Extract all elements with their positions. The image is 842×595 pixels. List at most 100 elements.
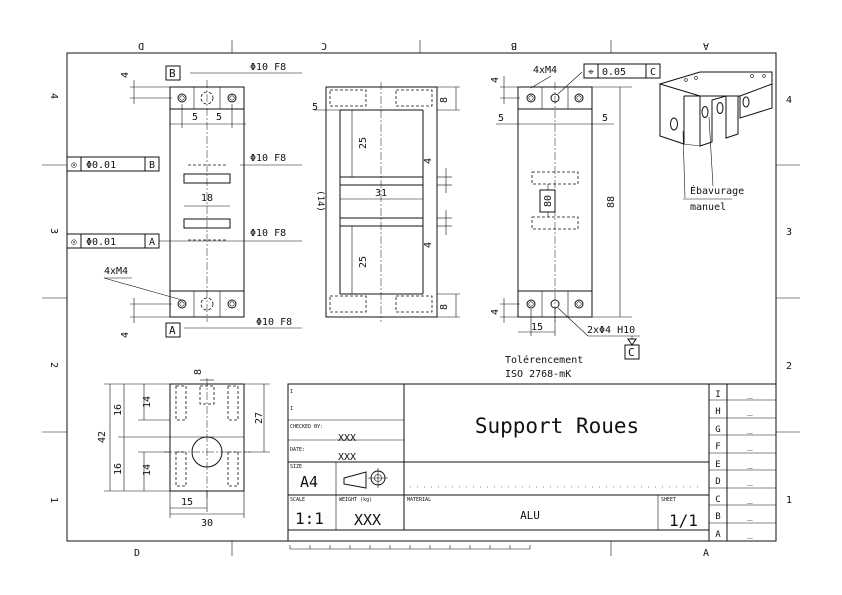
side-dim-right-hole: 5 (602, 113, 608, 124)
side-datum-c: C (628, 346, 635, 359)
side-view (496, 63, 661, 360)
rev-value: _ (747, 495, 753, 505)
front-fcf-bottom-datum: A (149, 237, 155, 248)
bottom-dim-tab: 8 (193, 369, 204, 375)
title-label-i: I (290, 389, 293, 395)
drawing-title: Support Roues (475, 414, 639, 438)
bottom-dim-width-15: 15 (181, 497, 193, 508)
title-weight-value: XXX (354, 511, 381, 529)
front-fcf-top-value: Φ0.01 (86, 160, 116, 171)
zone-col-top-c: C (321, 40, 327, 51)
front-callout-bore-top: Φ10 F8 (250, 62, 286, 73)
zone-col-top-b: B (511, 40, 517, 51)
tolerance-note-line1: Tolérencement (505, 354, 583, 366)
iso-note-line1: Ébavurage (690, 184, 744, 197)
section-dim-top-gap: 25 (358, 137, 369, 149)
zone-row-right-3: 3 (786, 227, 792, 238)
title-label-scale: SCALE (290, 497, 305, 503)
rev-letter: D (715, 477, 720, 487)
zone-row-right-4: 4 (786, 95, 792, 106)
side-dim-left-hole: 5 (498, 113, 504, 124)
rev-letter: E (715, 460, 720, 470)
side-dim-mid: 80 (543, 195, 554, 207)
title-label-size: SIZE (290, 464, 302, 470)
title-label-sheet: SHEET (661, 497, 676, 503)
side-fcf-value: 0.05 (602, 67, 626, 78)
front-callout-bore-mid1: Φ10 F8 (250, 153, 286, 164)
front-datum-a: A (169, 324, 176, 337)
front-dim-slot-width: 18 (201, 193, 213, 204)
section-dim-flange-bottom: 8 (439, 304, 450, 310)
bottom-dim-lower-16: 16 (113, 463, 124, 475)
rev-value: _ (747, 460, 753, 470)
side-hole-label: 2xΦ4 H10 (587, 325, 635, 336)
section-dim-rib-bottom: 4 (423, 242, 434, 248)
title-size-value: A4 (300, 473, 318, 491)
side-tap-label: 4xM4 (533, 65, 557, 76)
rev-letter: C (715, 495, 720, 505)
iso-note-line2: manuel (690, 202, 726, 213)
zone-col-top-d: D (138, 40, 144, 51)
rev-value: _ (747, 477, 753, 487)
side-fcf-datum: C (650, 67, 656, 78)
zone-row-left-1: 1 (48, 497, 59, 503)
rev-letter: B (715, 512, 720, 522)
tolerance-note-line2: ISO 2768-mK (505, 369, 571, 380)
front-callout-bore-bottom: Φ10 F8 (256, 317, 292, 328)
front-callout-bore-mid2: Φ10 F8 (250, 228, 286, 239)
title-label-weight: WEIGHT (kg) (339, 497, 372, 503)
front-fcf-bottom-symbol: ◎ (71, 238, 77, 248)
rev-letter: F (715, 442, 720, 452)
rev-value: _ (747, 512, 753, 522)
section-dim-ref: (14) (315, 190, 325, 212)
front-view (66, 65, 302, 338)
title-checked-value: XXX (338, 433, 356, 444)
zone-row-left-4: 4 (48, 93, 59, 99)
rev-value: _ (747, 530, 753, 540)
rev-letter: A (715, 530, 721, 540)
front-dim-bottom-offset: 4 (120, 332, 131, 338)
zone-col-bottom-a: A (703, 548, 709, 559)
title-block (287, 383, 777, 542)
title-sheet-value: 1/1 (669, 511, 698, 530)
bottom-dim-upper-14: 14 (142, 396, 153, 408)
bottom-dim-overall-height: 42 (97, 431, 108, 443)
front-dim-hole-left: 5 (192, 112, 198, 123)
section-dim-inner-width: 31 (375, 188, 387, 199)
zone-row-right-1: 1 (786, 495, 792, 506)
title-scale-value: 1:1 (295, 509, 324, 528)
front-dim-hole-right: 5 (216, 112, 222, 123)
zone-row-left-3: 3 (48, 228, 59, 234)
bottom-view (104, 378, 270, 518)
zone-row-right-2: 2 (786, 361, 792, 372)
front-dim-top-offset: 4 (120, 72, 131, 78)
section-dim-bottom-gap: 25 (358, 256, 369, 268)
side-dim-top: 4 (490, 77, 501, 83)
bottom-dim-lower-14: 14 (142, 464, 153, 476)
bottom-dim-right-27: 27 (254, 412, 265, 424)
side-dim-hole-spacing: 15 (531, 322, 543, 333)
section-dim-left: 5 (312, 102, 318, 113)
drawing-border (42, 40, 800, 556)
title-material-value: ALU (520, 509, 540, 522)
title-label-material: MATERIAL (407, 497, 431, 503)
rev-letter: G (715, 425, 720, 435)
section-dim-rib-top: 4 (423, 158, 434, 164)
front-fcf-bottom-value: Φ0.01 (86, 237, 116, 248)
rev-value: _ (747, 407, 753, 417)
title-label-i2: I (290, 406, 293, 412)
title-label-checked: CHECKED BY: (290, 424, 323, 430)
rev-value: _ (747, 425, 753, 435)
rev-letter: H (715, 407, 720, 417)
zone-col-top-a: A (703, 40, 709, 51)
iso-view (658, 71, 773, 199)
revision-table: I H G F E D C B A _ _ _ _ _ _ _ _ _ (715, 390, 753, 540)
bottom-dim-upper-16: 16 (113, 404, 124, 416)
bottom-dim-width-30: 30 (201, 518, 213, 529)
rev-letter: I (715, 390, 720, 400)
front-tap-label: 4xM4 (104, 266, 128, 277)
front-fcf-top-datum: B (149, 160, 155, 171)
zone-row-left-2: 2 (48, 362, 59, 368)
side-dim-bottom: 4 (490, 309, 501, 315)
